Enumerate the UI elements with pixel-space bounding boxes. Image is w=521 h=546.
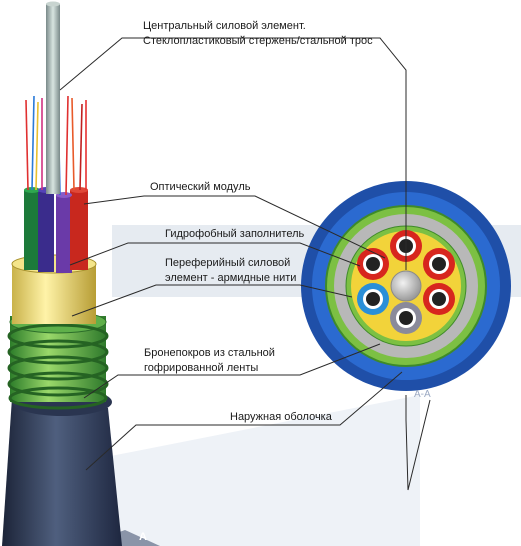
label-optical-module: Оптический модуль: [150, 181, 251, 193]
label-section-aa: А-А: [414, 389, 431, 400]
leader-armor: [83, 343, 381, 399]
module-bottom-left: [357, 283, 389, 315]
leader-central: [59, 37, 407, 270]
label-armor-1: Бронепокров из стальной: [144, 347, 275, 359]
module-top-right: [423, 248, 455, 280]
label-section-a: А: [139, 531, 147, 543]
leader-optical: [83, 195, 386, 259]
label-peripheral-1: Переферийный силовой: [165, 257, 290, 269]
module-bottom-right: [423, 283, 455, 315]
leader-peripheral: [71, 284, 353, 317]
label-central-1: Центральный силовой элемент.: [143, 20, 306, 32]
leader-hydrophobic: [69, 242, 361, 267]
leader-sheath: [85, 371, 403, 471]
label-hydrophobic: Гидрофобный заполнитель: [165, 228, 305, 240]
module-bottom: [390, 302, 422, 334]
label-central-2: Стеклопластиковый стержень/стальной трос: [143, 35, 373, 47]
outer-sheath-layer: [2, 398, 122, 546]
cross-section: [301, 181, 511, 391]
cable-cutaway: [2, 1, 122, 546]
central-rod: [46, 4, 60, 194]
label-peripheral-2: элемент - армидные нити: [165, 272, 296, 284]
central-element: [390, 270, 422, 302]
label-outer-sheath: Наружная оболочка: [230, 411, 333, 423]
armor-layer: [7, 310, 109, 410]
section-plane: [40, 395, 420, 546]
optical-modules: [24, 187, 88, 273]
label-armor-2: гофрированной ленты: [144, 362, 258, 374]
section-line: [405, 395, 431, 491]
